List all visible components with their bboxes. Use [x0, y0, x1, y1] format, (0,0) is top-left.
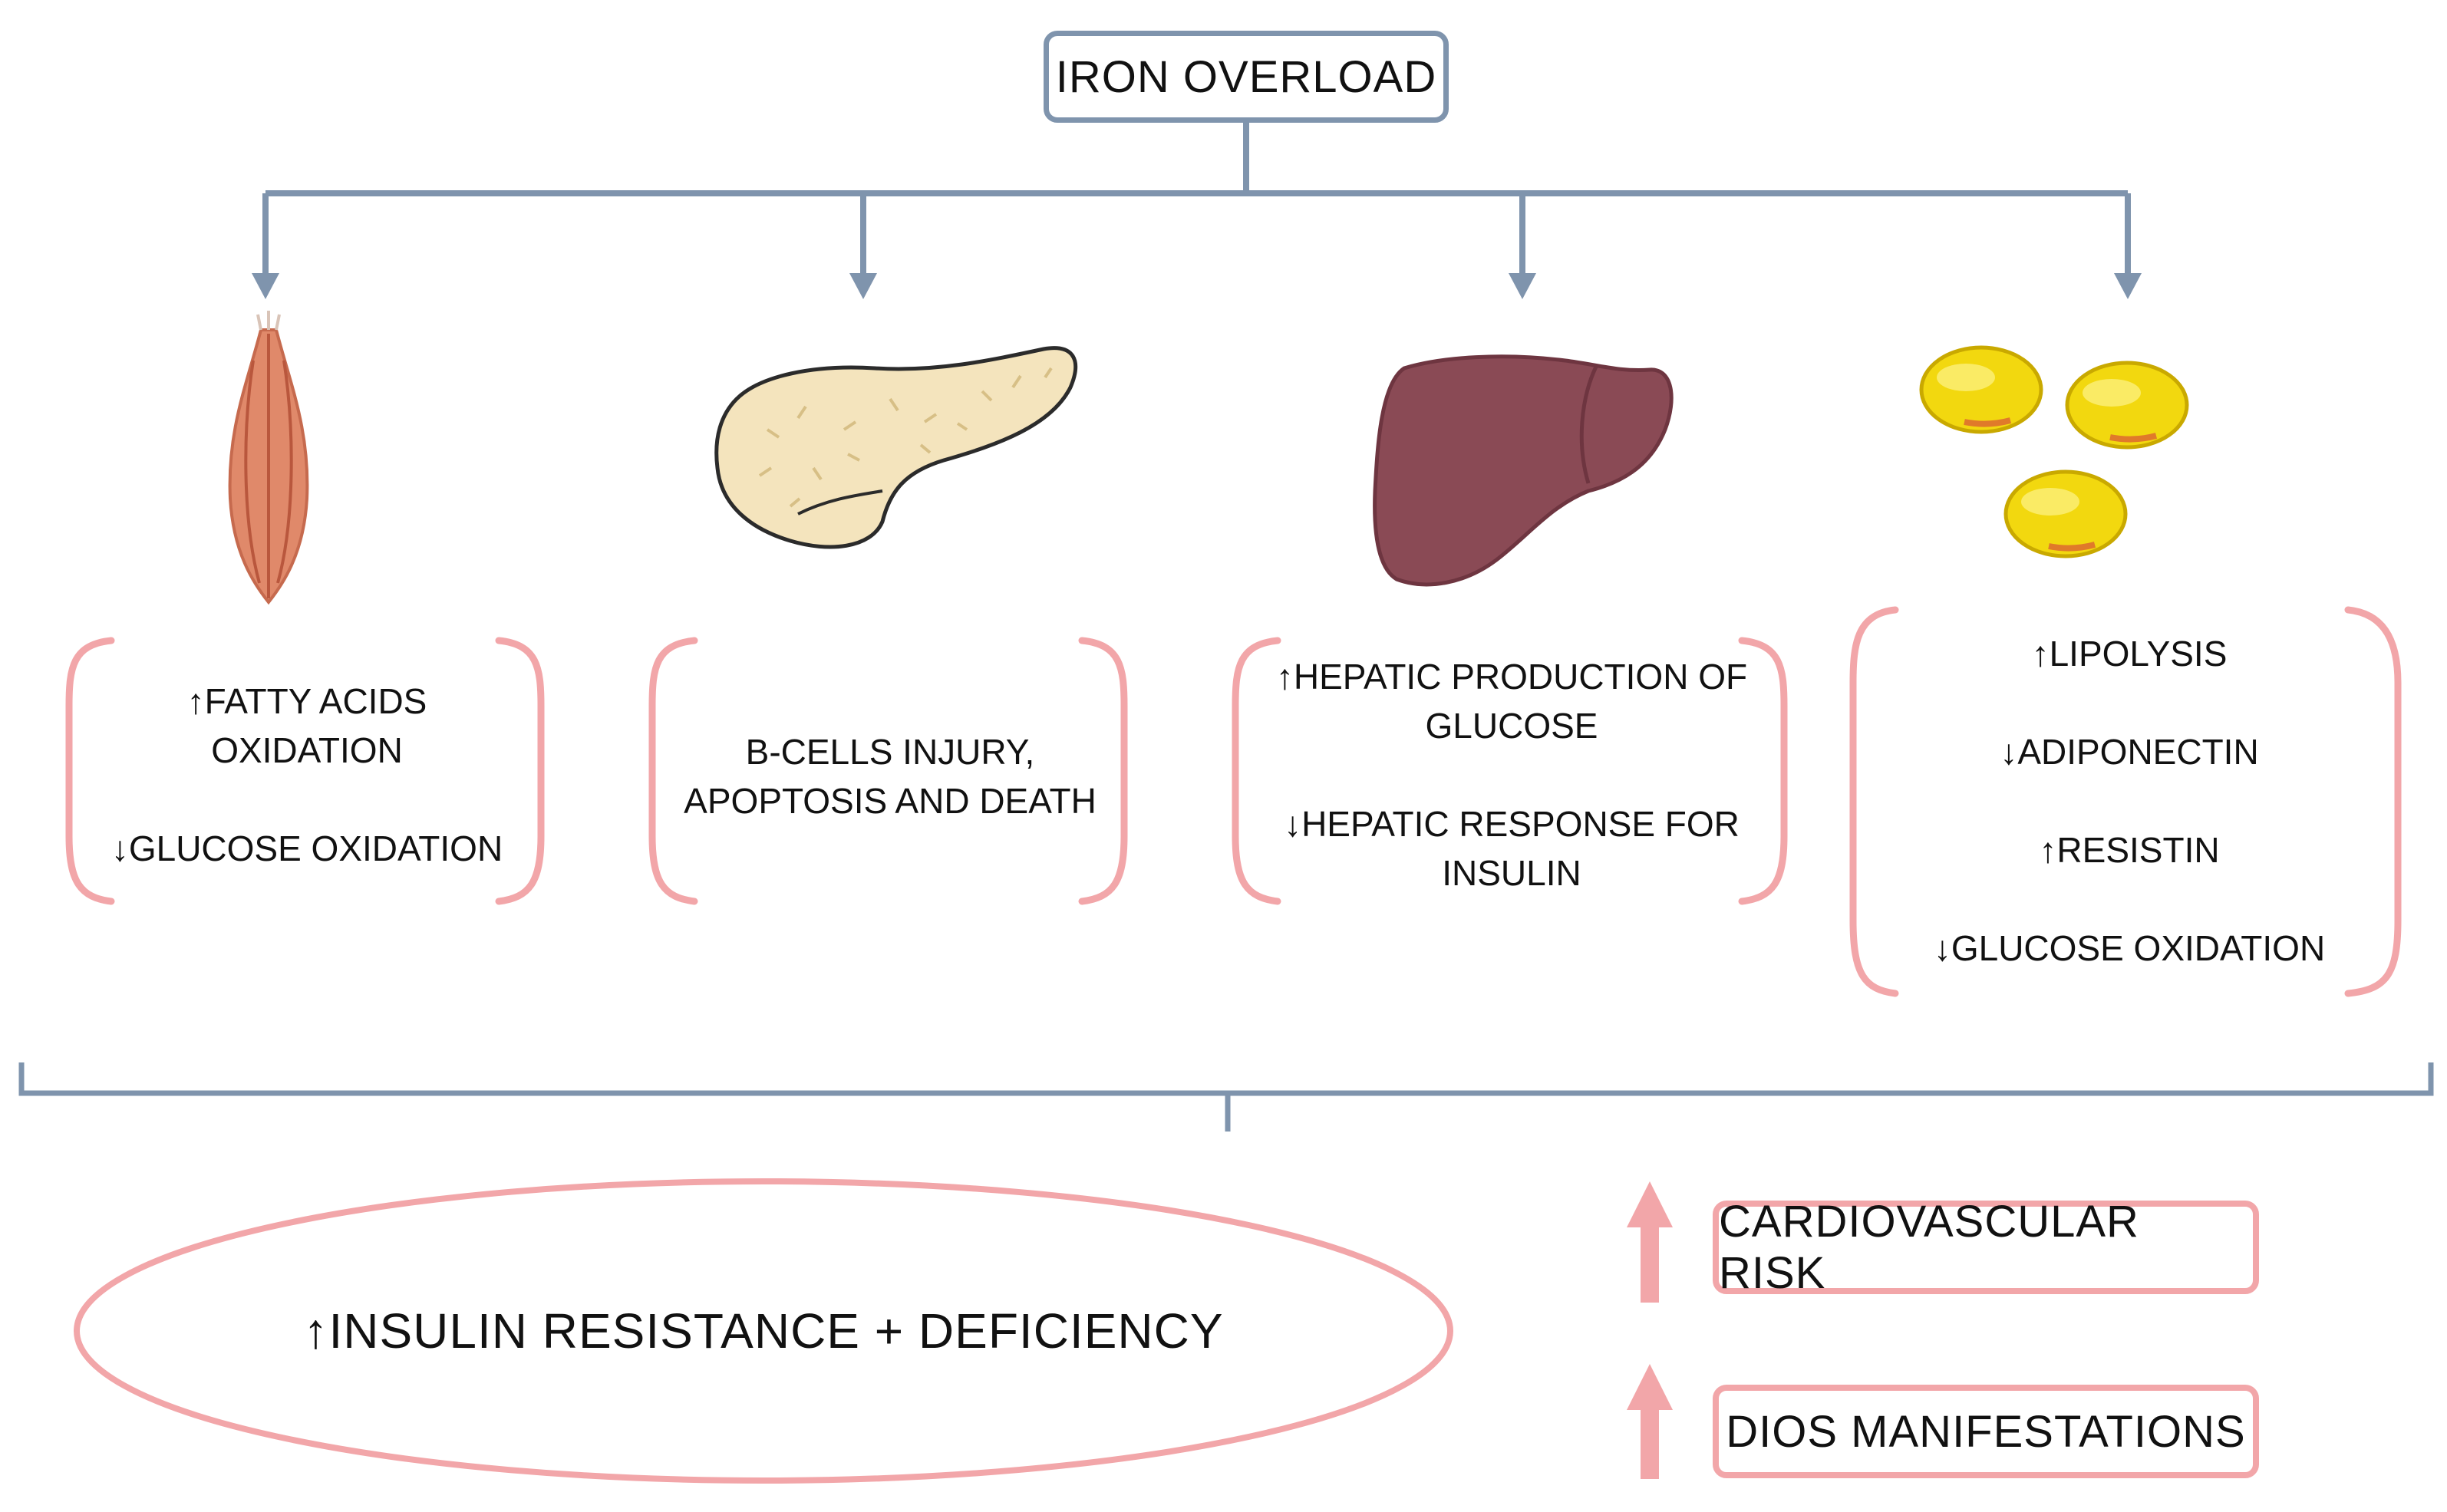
fat-cell-2	[2065, 361, 2189, 450]
effect-line: ↑LIPOLYSIS	[2031, 634, 2228, 674]
muscle-effects: ↑FATTY ACIDS OXIDATION ↓GLUCOSE OXIDATIO…	[92, 677, 522, 873]
bracket-pancreas-right	[1078, 637, 1128, 905]
fat-cells-icon	[1919, 345, 2189, 558]
liver-icon	[1373, 354, 1674, 587]
effect-line: ↓HEPATIC RESPONSE FOR	[1284, 804, 1740, 844]
bracket-pancreas-left	[648, 637, 698, 905]
cardiovascular-risk-box: CARDIOVASCULAR RISK	[1713, 1197, 2259, 1298]
cardiovascular-risk-label: CARDIOVASCULAR RISK	[1719, 1197, 2139, 1298]
outcome-arrow: ↑	[303, 1303, 329, 1359]
effect-line: INSULIN	[1442, 853, 1581, 893]
up-arrow-icon-dios	[1627, 1364, 1673, 1479]
muscle-icon	[228, 311, 309, 605]
liver-effects: ↑HEPATIC PRODUCTION OF GLUCOSE ↓HEPATIC …	[1258, 652, 1765, 898]
fat-cell-1	[1919, 345, 2043, 434]
arrowhead-liver	[1509, 273, 1536, 299]
effect-line: B-CELLS INJURY,	[745, 732, 1035, 772]
effect-line: ↓ADIPONECTIN	[2000, 732, 2259, 772]
iron-overload-box: IRON OVERLOAD	[1044, 31, 1449, 123]
dios-manifestations-box: DIOS MANIFESTATIONS	[1713, 1385, 2259, 1478]
consequence-arrows	[1627, 1181, 1673, 1479]
bracket-muscle-left	[65, 637, 115, 905]
adipose-effects: ↑LIPOLYSIS ↓ADIPONECTIN ↑RESISTIN ↓GLUCO…	[1876, 629, 2383, 973]
effect-line: GLUCOSE	[1425, 706, 1598, 746]
arrowhead-adipose	[2114, 273, 2142, 299]
effect-brackets	[65, 606, 2402, 997]
effect-line: ↑RESISTIN	[2039, 830, 2220, 870]
bracket-liver-right	[1738, 637, 1788, 905]
outcome-ellipse	[74, 1178, 1453, 1484]
dios-manifestations-label: DIOS MANIFESTATIONS	[1726, 1406, 2246, 1457]
effect-line: ↓GLUCOSE OXIDATION	[110, 828, 503, 868]
effect-line: OXIDATION	[211, 730, 403, 770]
effect-line: ↑FATTY ACIDS	[186, 681, 427, 721]
pancreas-icon	[714, 346, 1078, 549]
bracket-liver-left	[1232, 637, 1281, 905]
outcome-label: ↑INSULIN RESISTANCE + DEFICIENCY	[77, 1289, 1450, 1373]
outcome-text: INSULIN RESISTANCE + DEFICIENCY	[328, 1303, 1224, 1359]
arrowhead-muscle	[252, 273, 279, 299]
connector-tree	[262, 123, 2131, 276]
arrowhead-pancreas	[849, 273, 877, 299]
iron-overload-title: IRON OVERLOAD	[1055, 51, 1437, 102]
effect-line: ↓GLUCOSE OXIDATION	[1933, 928, 2326, 968]
effect-line: APOPTOSIS AND DEATH	[684, 781, 1097, 821]
summary-brace	[18, 1062, 2434, 1132]
connector-arrowheads	[252, 273, 2142, 299]
bracket-adipose-right	[2344, 606, 2402, 997]
effect-line: ↑HEPATIC PRODUCTION OF	[1275, 657, 1748, 697]
bracket-adipose-left	[1849, 606, 1899, 997]
pancreas-effects: B-CELLS INJURY, APOPTOSIS AND DEATH	[675, 727, 1105, 825]
fat-cell-3	[2003, 469, 2128, 558]
up-arrow-icon-cardiovascular	[1627, 1181, 1673, 1303]
bracket-muscle-right	[495, 637, 545, 905]
